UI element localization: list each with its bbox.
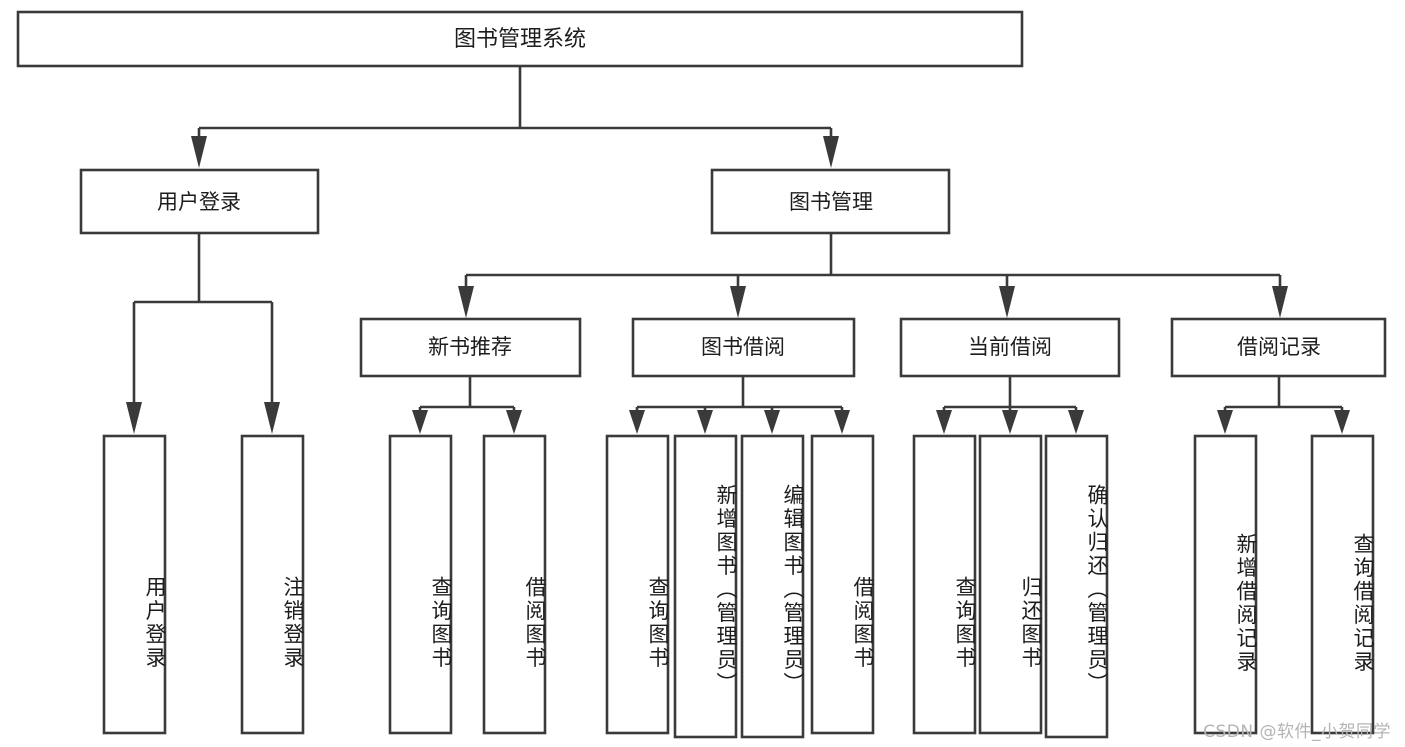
arrow-head-bb-3: [834, 410, 850, 434]
arrow-head-bm-0: [458, 286, 474, 318]
leaf-box-new-book-0[interactable]: [388, 434, 453, 735]
connector-group-book-manage: [458, 233, 1288, 318]
node-book-manage[interactable]: 图书管理: [710, 168, 951, 235]
node-root[interactable]: 图书管理系统: [16, 10, 1024, 68]
arrow-head-bb-1: [697, 410, 713, 434]
connector-group-user-login: [126, 233, 280, 434]
leaf-box-book-borrow-1[interactable]: [673, 434, 738, 739]
arrow-head-root-0: [191, 136, 207, 168]
leaf-box-borrow-record-0[interactable]: [1193, 434, 1258, 735]
node-book-manage-label: 图书管理: [789, 190, 873, 214]
node-root-label: 图书管理系统: [454, 27, 586, 52]
node-borrow-record[interactable]: 借阅记录: [1170, 317, 1387, 378]
node-current-borrow-box[interactable]: [899, 317, 1121, 378]
arrow-head-br-0: [1217, 410, 1233, 434]
leaf-box-book-borrow-2[interactable]: [740, 434, 805, 739]
node-book-borrow[interactable]: 图书借阅: [631, 317, 856, 378]
arrow-head-bb-0: [629, 410, 645, 434]
node-new-book-recommend-label: 新书推荐: [428, 335, 512, 359]
arrow-head-bm-1: [730, 286, 746, 318]
leaf-box-borrow-record-1[interactable]: [1310, 434, 1375, 735]
arrow-head-cb-0: [936, 410, 952, 434]
arrow-head-bm-2: [999, 286, 1015, 318]
leaf-box-current-borrow-2[interactable]: [1044, 434, 1109, 739]
arrow-head-cb-1: [1002, 410, 1018, 434]
arrow-head-root-1: [823, 136, 839, 168]
leaf-boxes-user-login: [102, 434, 305, 735]
arrow-head-nb-1: [506, 410, 522, 434]
node-book-borrow-box[interactable]: [631, 317, 856, 378]
node-new-book-recommend[interactable]: 新书推荐: [359, 317, 582, 378]
arrow-head-bb-2: [764, 410, 780, 434]
node-root-box[interactable]: [16, 10, 1024, 68]
leaf-boxes-book-borrow: [605, 434, 875, 739]
node-borrow-record-box[interactable]: [1170, 317, 1387, 378]
node-current-borrow[interactable]: 当前借阅: [899, 317, 1121, 378]
arrow-head-bm-3: [1272, 286, 1288, 318]
leaf-boxes-current-borrow: [912, 434, 1109, 739]
node-book-borrow-label: 图书借阅: [701, 335, 785, 359]
leaf-box-user-login-1[interactable]: [240, 434, 305, 735]
connector-group-root: [191, 66, 839, 168]
node-borrow-record-label: 借阅记录: [1237, 335, 1321, 359]
leaf-boxes-new-book: [388, 434, 547, 735]
node-current-borrow-label: 当前借阅: [968, 335, 1052, 359]
connector-group-book-borrow: [629, 376, 850, 434]
leaf-boxes-borrow-record: [1193, 434, 1375, 735]
arrow-head-br-1: [1334, 410, 1350, 434]
node-user-login-label: 用户登录: [157, 190, 241, 214]
leaf-box-book-borrow-0[interactable]: [605, 434, 670, 735]
node-user-login-box[interactable]: [79, 168, 320, 235]
leaf-box-new-book-1[interactable]: [482, 434, 547, 735]
arrow-head-ul-1: [264, 402, 280, 434]
leaf-box-book-borrow-3[interactable]: [810, 434, 875, 735]
watermark-text: CSDN @软件_小贺同学: [1203, 722, 1391, 742]
arrow-head-nb-0: [412, 410, 428, 434]
node-new-book-recommend-box[interactable]: [359, 317, 582, 378]
leaf-box-current-borrow-0[interactable]: [912, 434, 977, 735]
connector-group-borrow-record: [1217, 376, 1350, 434]
arrow-head-ul-0: [126, 402, 142, 434]
connector-group-new-book: [412, 376, 522, 434]
leaf-box-current-borrow-1[interactable]: [978, 434, 1043, 735]
node-user-login[interactable]: 用户登录: [79, 168, 320, 235]
node-book-manage-box[interactable]: [710, 168, 951, 235]
arrow-head-cb-2: [1068, 410, 1084, 434]
connector-group-current-borrow: [936, 376, 1084, 434]
leaf-box-user-login-0[interactable]: [102, 434, 167, 735]
